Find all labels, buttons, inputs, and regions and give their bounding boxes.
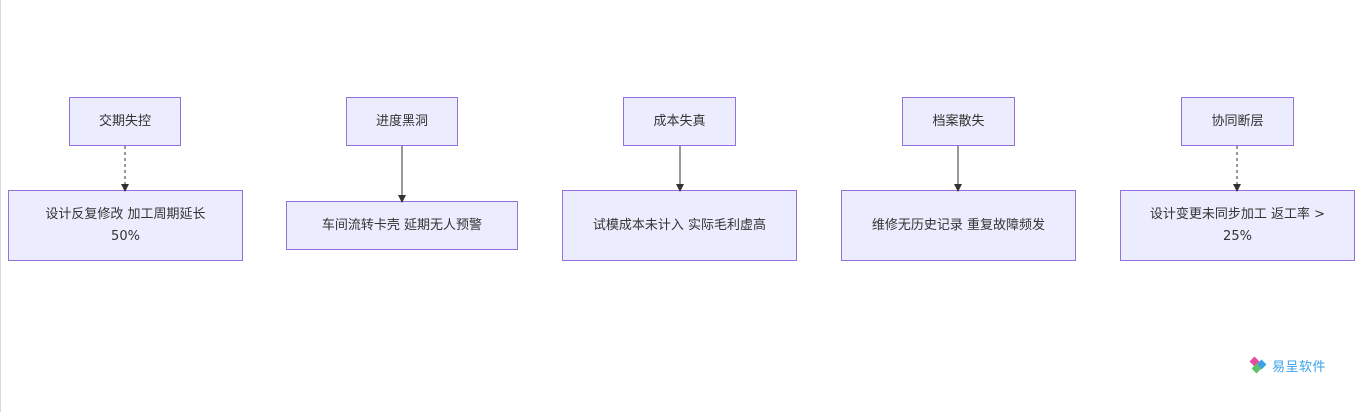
- node-design-change-sync: 设计变更未同步加工 返工率 > 25%: [1120, 190, 1355, 261]
- node-delivery-loss-of-control: 交期失控: [69, 97, 181, 146]
- node-label: 试模成本未计入 实际毛利虚高: [592, 217, 767, 233]
- node-archive-loss: 档案散失: [902, 97, 1015, 146]
- node-label: 维修无历史记录 重复故障频发: [871, 217, 1046, 233]
- node-label: 协同断层: [1211, 113, 1264, 129]
- node-label: 进度黑洞: [375, 113, 428, 129]
- node-label: 设计反复修改 加工周期延长 50%: [45, 206, 206, 244]
- node-design-rework: 设计反复修改 加工周期延长 50%: [8, 190, 243, 261]
- node-label: 交期失控: [98, 113, 151, 129]
- node-label: 成本失真: [653, 113, 706, 129]
- node-collaboration-gap: 协同断层: [1181, 97, 1294, 146]
- watermark-text: 易呈软件: [1272, 359, 1327, 375]
- node-label: 车间流转卡壳 延期无人预警: [321, 217, 483, 233]
- node-trial-mold-cost: 试模成本未计入 实际毛利虚高: [562, 190, 797, 261]
- node-cost-distortion: 成本失真: [623, 97, 736, 146]
- watermark: 易呈软件: [1248, 354, 1326, 376]
- node-maintenance-history: 维修无历史记录 重复故障频发: [841, 190, 1076, 261]
- node-progress-black-hole: 进度黑洞: [346, 97, 458, 146]
- node-label: 档案散失: [932, 113, 985, 129]
- left-border: [0, 0, 1, 412]
- brand-logo-icon: [1249, 356, 1267, 374]
- node-label: 设计变更未同步加工 返工率 > 25%: [1149, 206, 1326, 244]
